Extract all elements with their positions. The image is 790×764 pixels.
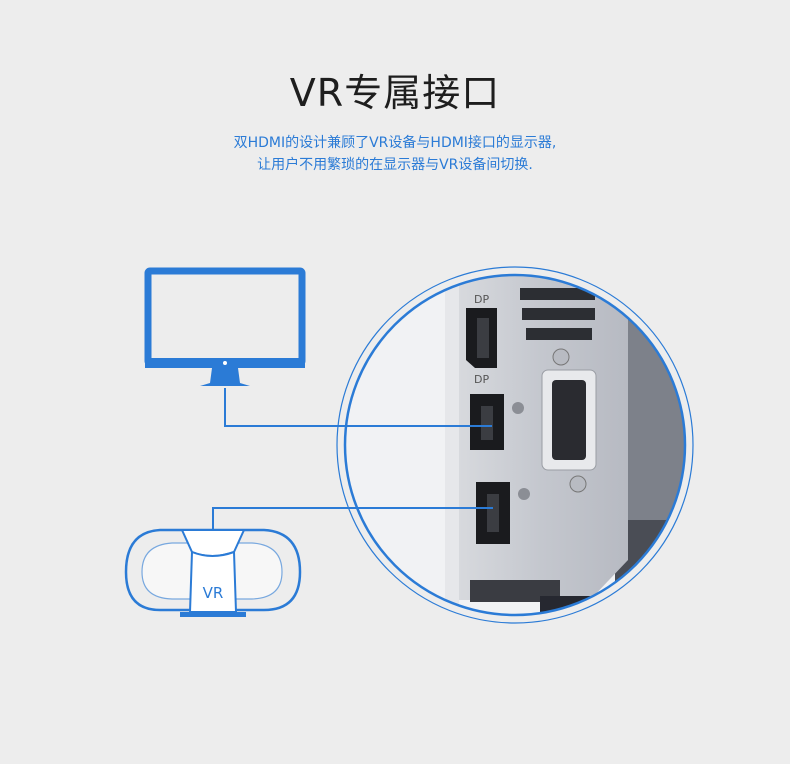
hdmi-port-1 <box>470 394 504 450</box>
displayport-port <box>466 308 497 368</box>
monitor-cable <box>224 388 492 427</box>
page-title: VR专属接口 <box>289 71 501 115</box>
vr-headset-label: VR <box>203 584 224 602</box>
screw-icon <box>512 402 524 414</box>
dp-label-bottom: DP <box>474 373 489 386</box>
hdmi-port-2 <box>476 482 510 544</box>
zoom-inner-ring <box>343 273 687 617</box>
zoom-outer-ring <box>336 266 694 624</box>
graphics-card-io-photo: DP DP <box>345 275 685 615</box>
description-line-2: 让用户不用繁琐的在显示器与VR设备间切换. <box>257 157 533 173</box>
feature-description: 双HDMI的设计兼顾了VR设备与HDMI接口的显示器, 让用户不用繁琐的在显示器… <box>0 132 790 176</box>
dp-label-top: DP <box>474 293 489 306</box>
vr-cable <box>212 507 493 530</box>
screw-icon <box>518 488 530 500</box>
dvi-port <box>541 348 597 493</box>
monitor-icon <box>144 267 306 386</box>
description-line-1: 双HDMI的设计兼顾了VR设备与HDMI接口的显示器, <box>233 135 557 151</box>
vr-headset-icon <box>124 528 302 617</box>
